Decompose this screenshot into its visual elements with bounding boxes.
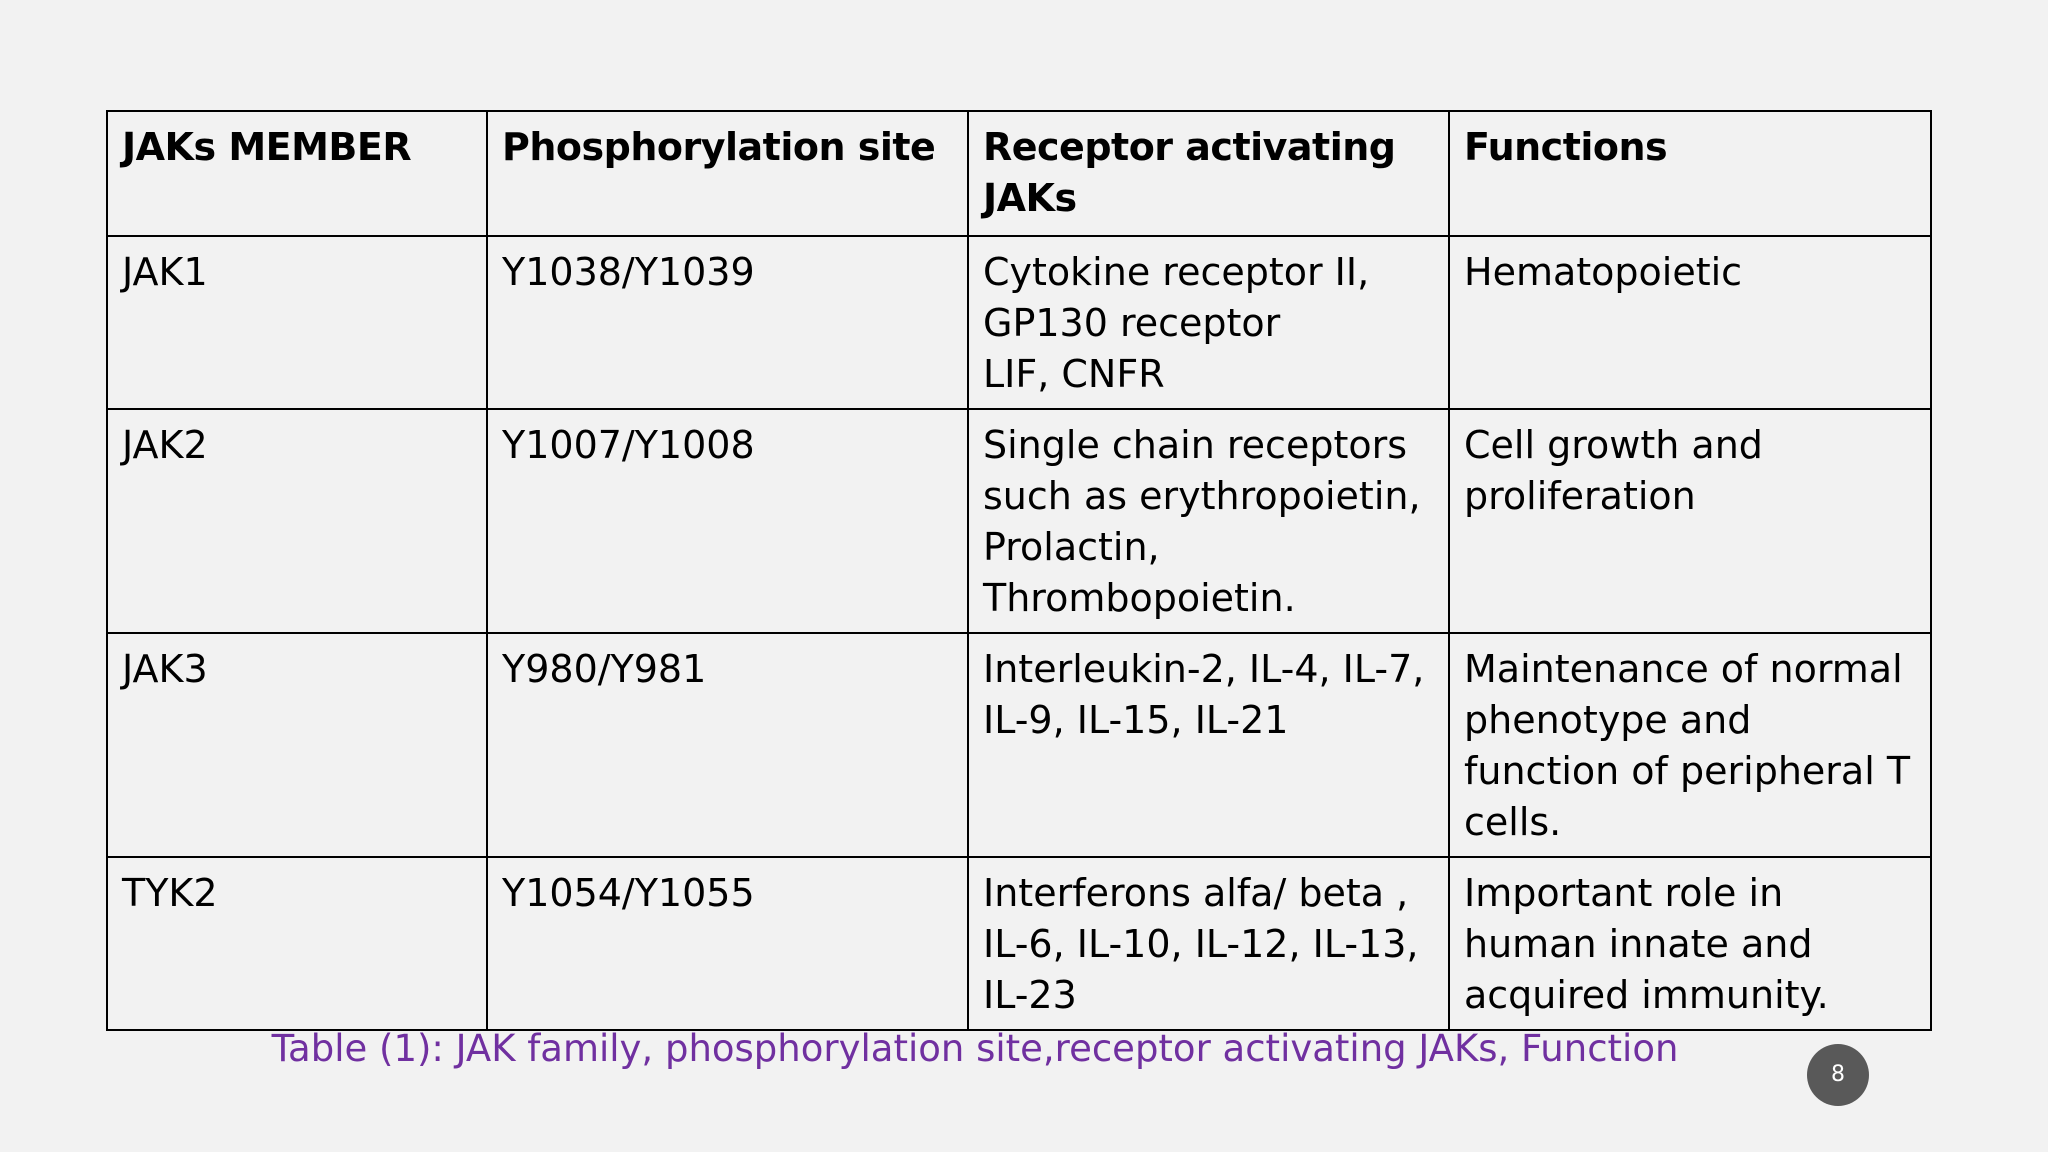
cell-member: JAK1 [106, 235, 488, 410]
cell-function: Important role in human innate and acqui… [1448, 856, 1932, 1031]
receptor-line: Interleukin-2, IL-4, IL-7, IL-9, IL-15, … [983, 647, 1425, 742]
cell-site: Y980/Y981 [486, 632, 969, 858]
receptor-line: Interferons alfa/ beta , [983, 871, 1409, 915]
receptor-line: Cytokine receptor II, [983, 250, 1370, 294]
header-jaks-member: JAKs MEMBER [106, 110, 488, 237]
header-phosphorylation-site: Phosphorylation site [486, 110, 969, 237]
table-row: TYK2 Y1054/Y1055 Interferons alfa/ beta … [106, 856, 1932, 1031]
table-row: JAK2 Y1007/Y1008 Single chain receptors … [106, 408, 1932, 634]
page-number-badge: 8 [1807, 1044, 1869, 1106]
table-row: JAK3 Y980/Y981 Interleukin-2, IL-4, IL-7… [106, 632, 1932, 858]
table-caption: Table (1): JAK family, phosphorylation s… [271, 1027, 1679, 1070]
receptor-line: GP130 receptor [983, 301, 1281, 345]
receptor-line: IL-23 [983, 973, 1077, 1017]
table-header-row: JAKs MEMBER Phosphorylation site Recepto… [106, 110, 1932, 237]
cell-receptor: Interleukin-2, IL-4, IL-7, IL-9, IL-15, … [967, 632, 1450, 858]
cell-receptor: Single chain receptors such as erythropo… [967, 408, 1450, 634]
header-functions: Functions [1448, 110, 1932, 237]
cell-function: Maintenance of normal phenotype and func… [1448, 632, 1932, 858]
receptor-line: LIF, CNFR [983, 352, 1165, 396]
table-row: JAK1 Y1038/Y1039 Cytokine receptor II, G… [106, 235, 1932, 410]
cell-receptor: Cytokine receptor II, GP130 receptor LIF… [967, 235, 1450, 410]
receptor-line: Single chain receptors such as erythropo… [983, 423, 1421, 620]
cell-member: JAK2 [106, 408, 488, 634]
cell-receptor: Interferons alfa/ beta , IL-6, IL-10, IL… [967, 856, 1450, 1031]
cell-member: JAK3 [106, 632, 488, 858]
cell-site: Y1007/Y1008 [486, 408, 969, 634]
cell-site: Y1054/Y1055 [486, 856, 969, 1031]
receptor-line: IL-6, IL-10, IL-12, IL-13, [983, 922, 1419, 966]
cell-member: TYK2 [106, 856, 488, 1031]
cell-function: Cell growth and proliferation [1448, 408, 1932, 634]
header-receptor-activating-jaks: Receptor activating JAKs [967, 110, 1450, 237]
cell-function: Hematopoietic [1448, 235, 1932, 410]
jak-family-table: JAKs MEMBER Phosphorylation site Recepto… [106, 110, 1932, 1031]
cell-site: Y1038/Y1039 [486, 235, 969, 410]
